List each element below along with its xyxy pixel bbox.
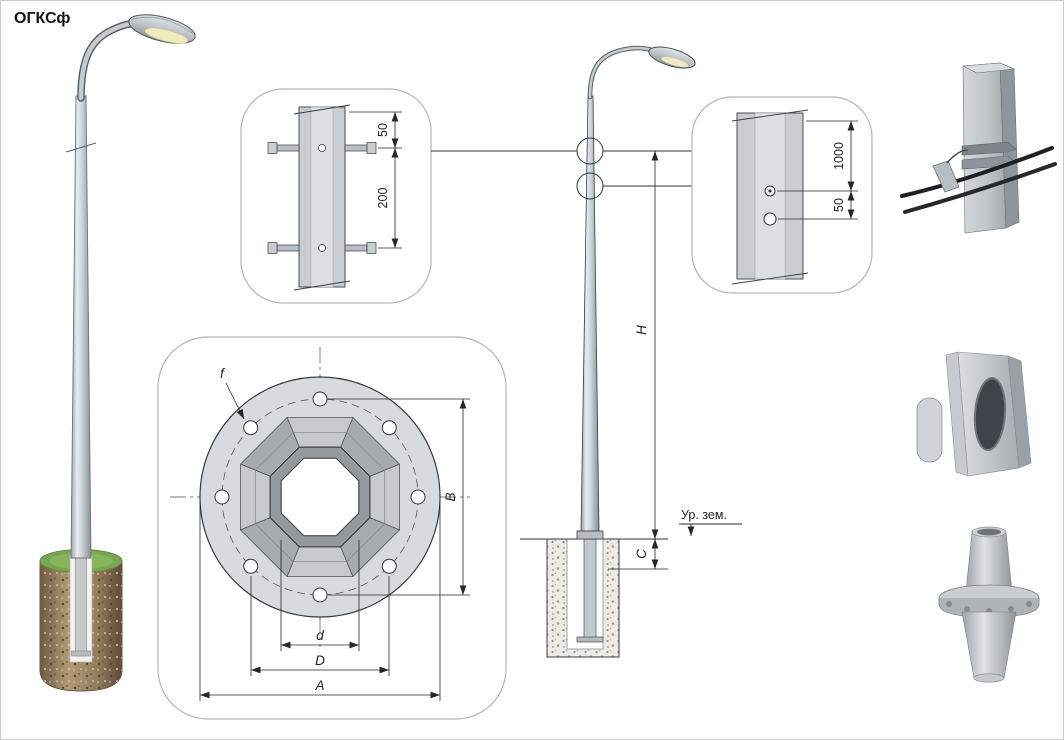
bolt-pair-lower — [267, 242, 377, 254]
clamp-band-upper — [961, 141, 1017, 156]
hole-detail-dimensions — [777, 120, 858, 220]
lamp-glow — [661, 56, 689, 68]
dim-A-label: A — [314, 678, 324, 693]
access-door-3d — [916, 351, 1032, 477]
break-line-bottom — [731, 272, 809, 285]
door-opening — [973, 377, 1007, 451]
pole-octagon-hole — [280, 457, 360, 537]
luminaire-3d — [128, 14, 196, 44]
dim-H-label: H — [634, 325, 649, 335]
bolt-pair-upper — [267, 142, 377, 154]
f-leader-line — [225, 382, 245, 420]
break-line-top — [293, 104, 351, 115]
bolt-detail-dimensions — [349, 111, 402, 249]
lamp-glow — [144, 28, 189, 44]
pole-embedded — [583, 538, 597, 640]
base-flange — [576, 530, 604, 540]
ground-level-label: Ур. зем. — [681, 508, 727, 522]
dim-D-label: D — [315, 653, 325, 668]
post-top-face — [961, 62, 1016, 74]
dim-d-lines — [280, 540, 360, 651]
top-hooks-3d — [900, 62, 1057, 234]
flange-plan-panel: f B d D A — [157, 336, 507, 720]
left-pole-3d — [39, 14, 196, 692]
skirt-bottom-rim — [973, 673, 1005, 683]
bracket-arm — [588, 46, 657, 99]
cable-hole — [763, 212, 777, 226]
tube-top-hole — [977, 528, 1001, 536]
luminaire — [648, 46, 696, 69]
dim-A-lines — [199, 502, 441, 701]
dim-200-label: 200 — [376, 188, 390, 209]
dim-D-lines — [250, 576, 390, 676]
dim-B-lines — [328, 398, 470, 596]
tension-grip-cone — [932, 160, 960, 193]
dim-1000-label: 1000 — [832, 142, 846, 170]
door-cover — [916, 397, 943, 463]
hole-detail-panel: 1000 50 — [691, 96, 873, 294]
pole-bottom-plate — [576, 636, 604, 643]
foundation-3d — [39, 549, 123, 692]
dim-d-label: d — [316, 628, 324, 643]
fixing-hole-center — [768, 189, 772, 193]
break-line-bottom — [293, 280, 351, 291]
pole-break-mark — [65, 142, 97, 153]
grip-wire — [946, 149, 969, 164]
dim-C-label: C — [634, 549, 649, 559]
suspension-rod-upper — [900, 146, 1054, 198]
dim-50b-label: 50 — [832, 198, 846, 212]
base-tube — [965, 531, 1013, 593]
drawing-title: ОГКСф — [14, 10, 70, 27]
embedded-base-plate — [71, 650, 91, 657]
pole-facet-right — [1007, 355, 1032, 469]
flange-bolt-holes — [214, 391, 426, 603]
pole-section-stripe — [310, 106, 334, 288]
lamp-ridge — [131, 16, 194, 34]
pole-elevation: H C Ур. зем. — [431, 45, 742, 658]
embedded-pole — [75, 552, 87, 657]
flange-base-3d — [938, 526, 1040, 683]
suspension-rod-lower — [903, 162, 1057, 214]
break-line-top — [731, 109, 809, 122]
dim-B-label: B — [443, 492, 458, 501]
dim-50-label: 50 — [376, 123, 390, 137]
bolt-detail-panel: 50 200 — [240, 88, 432, 304]
dim-f-label: f — [220, 366, 225, 381]
